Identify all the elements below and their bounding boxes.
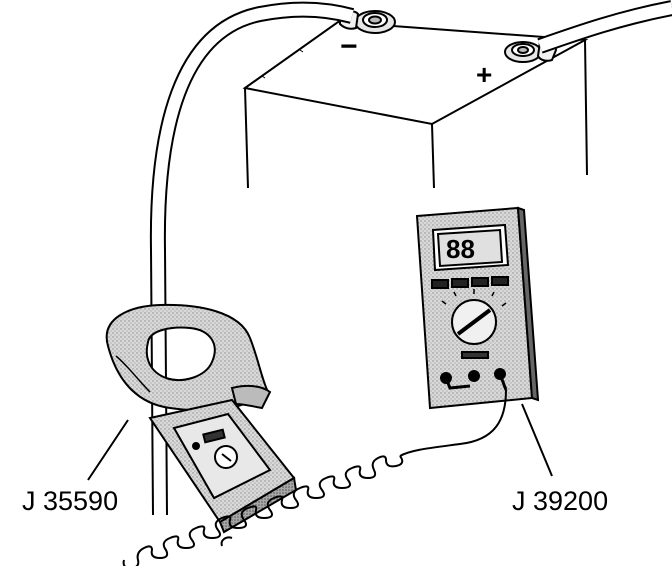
clamp-to-meter-lead (122, 389, 507, 566)
clamp-jaws (105, 303, 270, 412)
negative-symbol: − (340, 30, 358, 63)
multimeter-display: 88 (446, 234, 475, 264)
label-j35590: J 35590 (22, 486, 118, 516)
label-j39200: J 39200 (512, 486, 608, 516)
positive-battery-cable (537, 0, 672, 54)
clamp-trigger (230, 384, 272, 410)
multimeter: 88 (415, 206, 540, 410)
battery (242, 20, 589, 189)
callout-line-multimeter (521, 403, 553, 477)
callout-line-clamp (87, 419, 129, 481)
multimeter-button-3 (471, 277, 489, 287)
positive-symbol: + (476, 59, 492, 90)
callout-lines (87, 403, 553, 481)
clamp-probe (105, 303, 298, 534)
multimeter-jack-v (468, 370, 480, 382)
multimeter-button-2 (451, 278, 469, 288)
multimeter-button-1 (431, 279, 449, 289)
multimeter-button-4 (491, 276, 509, 286)
battery-top (242, 20, 589, 126)
negative-battery-cable (149, 1, 355, 516)
clamp-power-switch (202, 428, 226, 444)
